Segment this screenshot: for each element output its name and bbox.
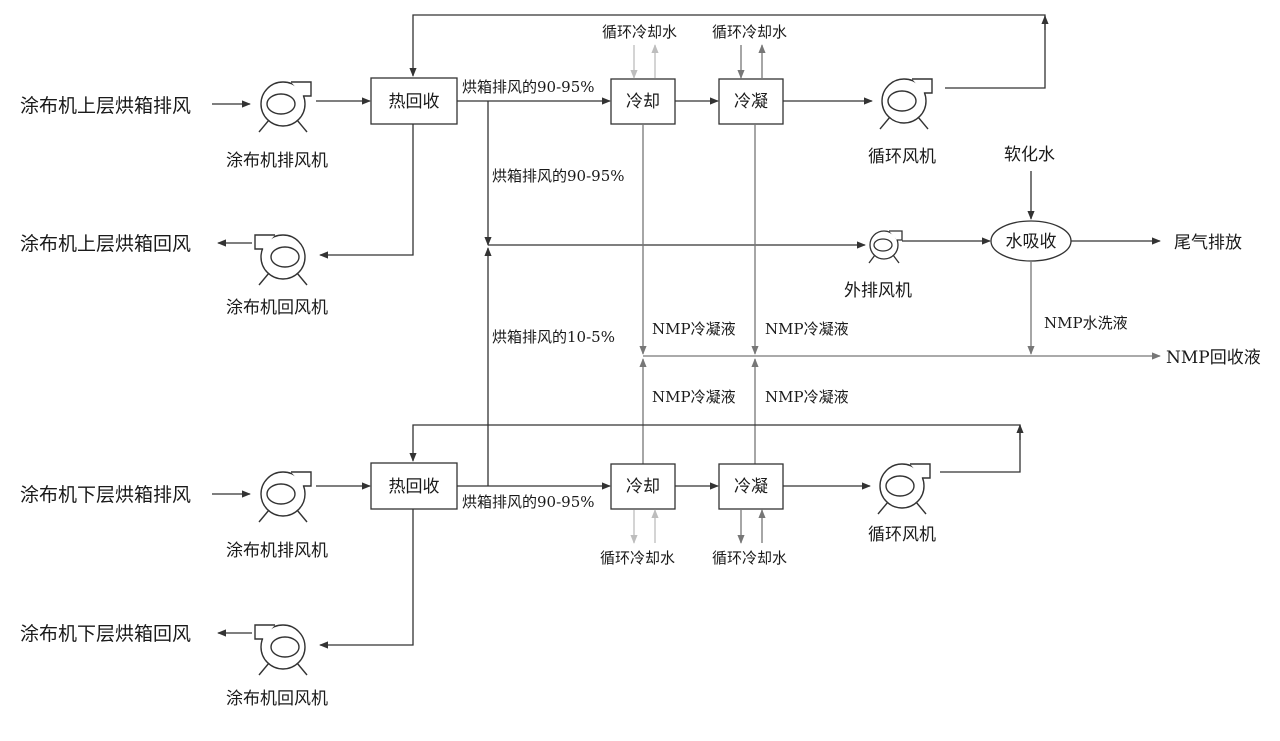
upper-source-label: 涂布机上层烘箱排风 — [20, 95, 191, 117]
lower-heat-recovery-box — [370, 462, 458, 510]
external-fan-label: 外排风机 — [844, 281, 912, 301]
upper-flow-main-label: 烘箱排风的90-95% — [462, 78, 595, 96]
upper-return-fan-icon — [254, 234, 308, 286]
nmp-recovery-label: NMP回收液 — [1166, 348, 1261, 368]
lower-flow-up-label: 烘箱排风的10-5% — [492, 328, 615, 346]
lower-exhaust-fan-icon — [258, 471, 312, 523]
lower-hr-return-line — [319, 509, 414, 649]
nmp-cond-l1-label: NMP冷凝液 — [652, 388, 736, 406]
external-fan-icon — [868, 230, 903, 264]
lower-return-label: 涂布机下层烘箱回风 — [20, 623, 191, 645]
upper-flow-down-label: 烘箱排风的90-95% — [492, 167, 625, 185]
upper-hr-return-line — [319, 124, 414, 259]
lower-cooling-water-1: 循环冷却水 — [600, 549, 675, 567]
upper-circ-fan-label: 循环风机 — [868, 147, 936, 167]
upper-return-fan-label: 涂布机回风机 — [226, 298, 328, 318]
nmp-cond-l2-label: NMP冷凝液 — [765, 388, 849, 406]
lower-source-label: 涂布机下层烘箱排风 — [20, 484, 191, 506]
lower-cool-label: 冷却 — [626, 477, 660, 497]
lower-train: 涂布机下层烘箱排风 涂布机排风机 热回收 烘箱排风的90-95% 冷却 冷凝 循… — [20, 424, 1024, 709]
upper-return-label: 涂布机上层烘箱回风 — [20, 233, 191, 255]
nmp-cond-u1-label: NMP冷凝液 — [652, 320, 736, 338]
upper-circ-fan-icon — [879, 78, 933, 130]
upper-cool-label: 冷却 — [626, 92, 660, 112]
lower-heat-recovery-label: 热回收 — [389, 477, 440, 497]
softened-water-label: 软化水 — [1004, 145, 1055, 165]
lower-return-fan-label: 涂布机回风机 — [226, 689, 328, 709]
nmp-wash-label: NMP水洗液 — [1044, 314, 1128, 332]
lower-return-fan-icon — [254, 624, 308, 676]
upper-condense-label: 冷凝 — [734, 92, 768, 112]
upper-recirc-loop — [409, 14, 1046, 89]
lower-exhaust-fan-label: 涂布机排风机 — [226, 541, 328, 561]
upper-exhaust-fan-icon — [258, 81, 312, 133]
lower-circ-fan-label: 循环风机 — [868, 525, 936, 545]
lower-condense-label: 冷凝 — [734, 477, 768, 497]
upper-heat-recovery-box — [370, 77, 458, 125]
lower-circ-fan-icon — [877, 463, 931, 515]
upper-cooling-water-2: 循环冷却水 — [712, 23, 787, 41]
upper-cooling-water-1: 循环冷却水 — [602, 23, 677, 41]
lower-flow-main-label: 烘箱排风的90-95% — [462, 493, 595, 511]
lower-condense-box — [718, 463, 784, 510]
lower-cooling-water-2: 循环冷却水 — [712, 549, 787, 567]
middle-section: 外排风机 水吸收 软化水 尾气排放 NMP水洗液 NMP回收液 NMP冷凝液 N… — [484, 124, 1261, 486]
nmp-cond-u2-label: NMP冷凝液 — [765, 320, 849, 338]
tail-gas-label: 尾气排放 — [1174, 233, 1242, 253]
upper-exhaust-fan-label: 涂布机排风机 — [226, 151, 328, 171]
upper-train: 涂布机上层烘箱排风 涂布机排风机 热回收 烘箱排风的90-95% 冷却 冷凝 循… — [20, 14, 1049, 318]
upper-heat-recovery-label: 热回收 — [389, 92, 440, 112]
water-absorb-label: 水吸收 — [1006, 232, 1057, 252]
